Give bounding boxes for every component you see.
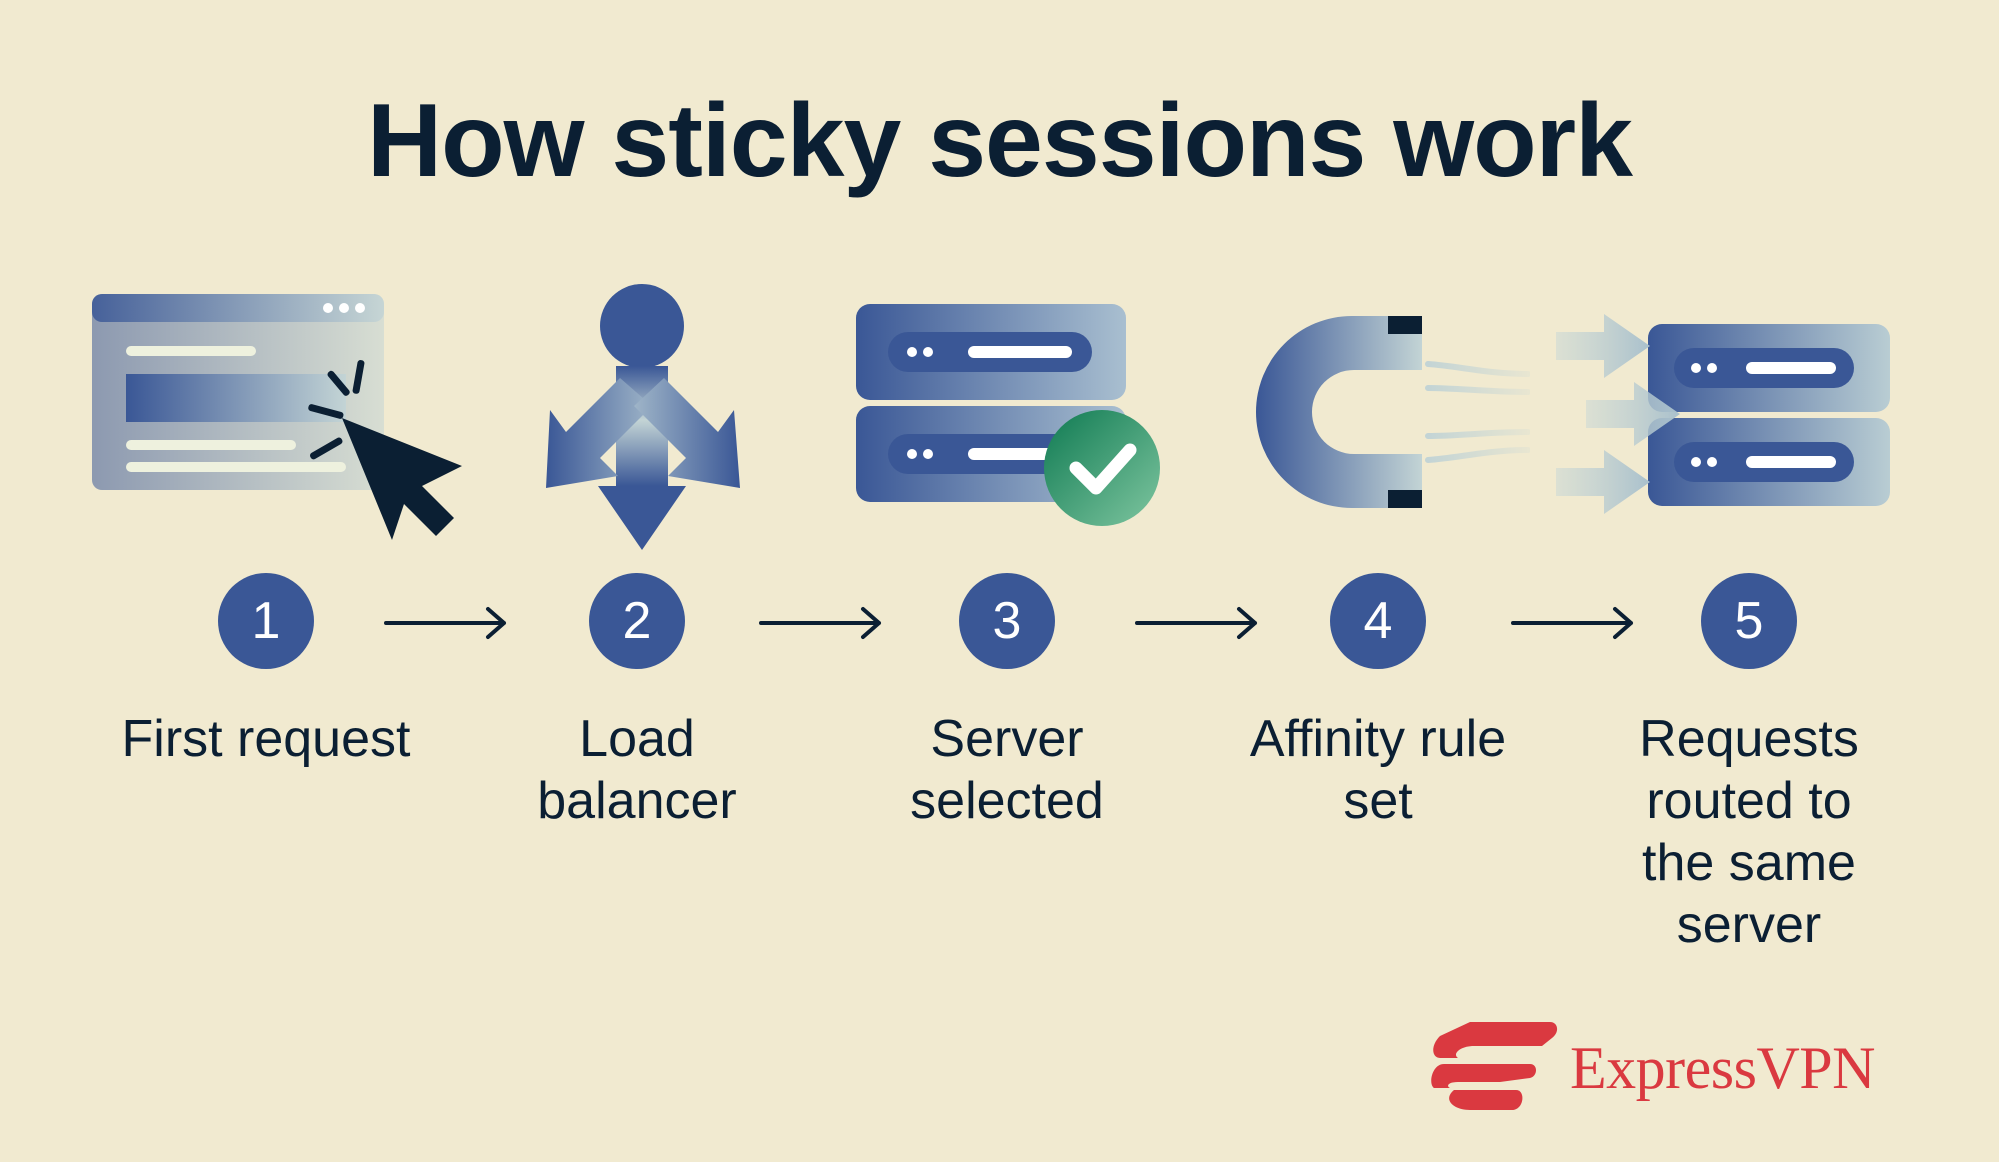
step-5-badge: 5 bbox=[1701, 573, 1797, 669]
flow-arrow-2-3 bbox=[759, 607, 881, 639]
flow-arrow-1-2 bbox=[384, 607, 506, 639]
step-1-label: First request bbox=[121, 710, 411, 768]
step-5-label: Requests routed to the same server bbox=[1639, 710, 1859, 954]
browser-cursor-icon bbox=[92, 294, 462, 540]
step-4-badge: 4 bbox=[1330, 573, 1426, 669]
step-4-label: Affinity rule set bbox=[1249, 710, 1507, 830]
flow-arrow-4-5 bbox=[1511, 607, 1633, 639]
brand-logo: ExpressVPN bbox=[1430, 1018, 1910, 1118]
step-2-label: Load balancer bbox=[537, 710, 737, 830]
step-3-label: Server selected bbox=[910, 710, 1104, 830]
step-3-badge: 3 bbox=[959, 573, 1055, 669]
load-balancer-split-icon bbox=[546, 284, 740, 550]
page-title: How sticky sessions work bbox=[367, 83, 1633, 199]
server-check-icon bbox=[856, 304, 1160, 526]
expressvpn-logo-icon bbox=[1431, 1022, 1558, 1110]
magnet-icon bbox=[1256, 316, 1530, 508]
step-1-badge: 1 bbox=[218, 573, 314, 669]
brand-name: ExpressVPN bbox=[1570, 1035, 1876, 1101]
server-incoming-arrows-icon bbox=[1556, 314, 1890, 514]
flow-arrow-3-4 bbox=[1135, 607, 1257, 639]
step-2-badge: 2 bbox=[589, 573, 685, 669]
